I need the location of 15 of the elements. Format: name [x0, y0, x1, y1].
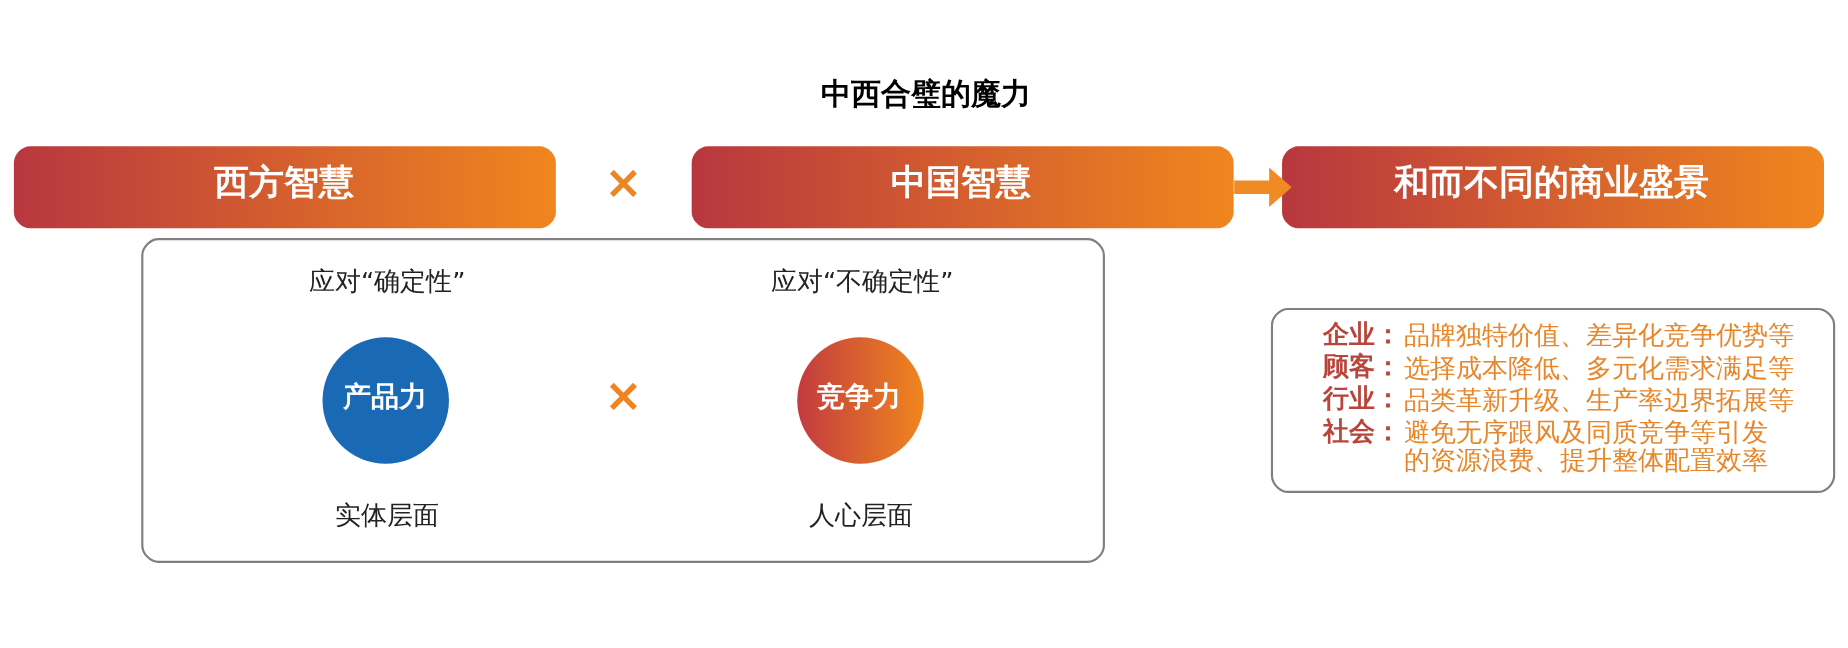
- node-box: 和而不同的商业盛景: [1282, 145, 1825, 228]
- node-box: 企业：品牌独特价值、差异化竞争优势等 顾客：选择成本降低、多元化需求满足等 行业：品类革新升级、生产率边界拓展等 社会：避免无序跟风及同质竞争等引发的资源浪费、提升整体配置效率: [1270, 307, 1836, 493]
- node-label: 应对“不确定性”: [771, 265, 954, 296]
- node-label: 人心层面: [809, 499, 914, 530]
- node-label: 应对“确定性”: [309, 265, 466, 296]
- node-box: 中国智慧: [691, 145, 1234, 228]
- node-box: 西方智慧: [13, 145, 556, 228]
- node-label: 实体层面: [334, 499, 439, 530]
- label: ×: [604, 368, 643, 422]
- cluster: [141, 237, 1105, 563]
- arrow: [1234, 167, 1292, 207]
- label: ×: [604, 155, 643, 209]
- node-circle: 产品力: [322, 336, 449, 464]
- node-circle: 竞争力: [797, 336, 924, 464]
- diagram-title: 中西合璧的魔力: [821, 76, 1032, 111]
